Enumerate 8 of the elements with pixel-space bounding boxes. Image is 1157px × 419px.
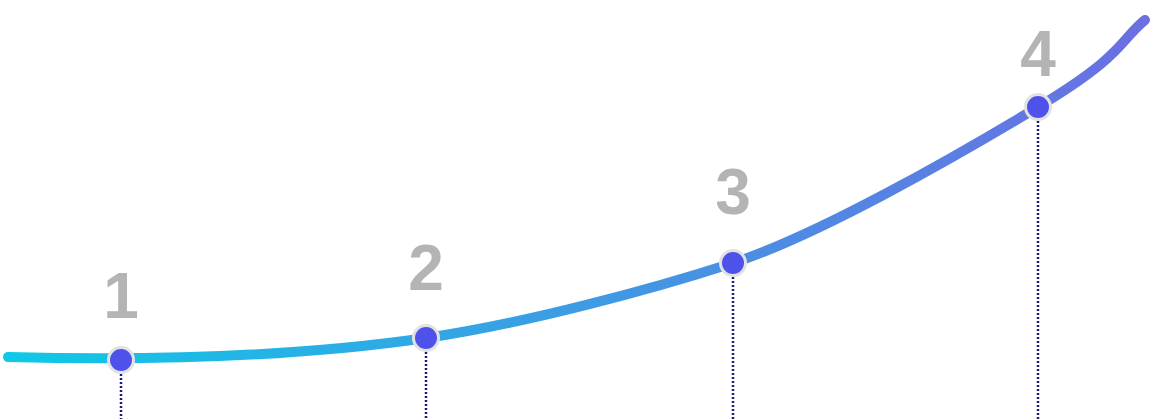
step-number: 3 (715, 160, 751, 224)
step-number: 1 (103, 264, 139, 328)
leader-line (424, 352, 428, 419)
leader-line (731, 277, 735, 419)
step-number: 4 (1020, 22, 1056, 86)
leader-line (119, 374, 123, 419)
step-number: 2 (408, 236, 444, 300)
leader-line (1036, 121, 1040, 419)
